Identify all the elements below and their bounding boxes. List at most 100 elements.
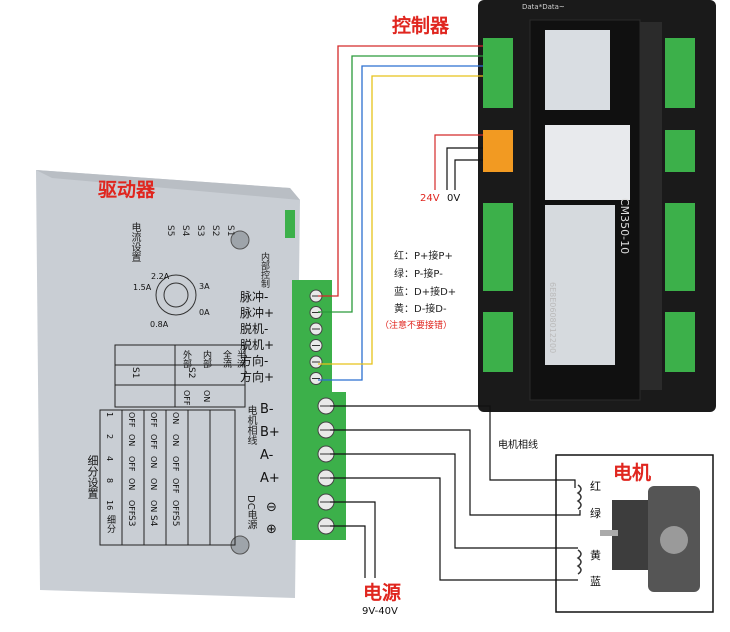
terminal-offline-minus: 脱机- xyxy=(240,322,269,336)
voltage-24-label: 24V xyxy=(420,193,440,204)
legend-blue: 蓝：D+接D+ xyxy=(394,287,457,298)
legend-yellow: 黄：D-接D- xyxy=(394,304,447,315)
switch-s2-wrap: S2 xyxy=(210,225,220,236)
dial-3a: 3A xyxy=(199,282,210,291)
switch-s1-wrap: S1 xyxy=(225,225,235,236)
internal-control-label: 内部控制 xyxy=(259,252,269,288)
table-main-cell: 16 xyxy=(105,500,114,511)
table-top-on: ON xyxy=(202,390,211,403)
dial-0a: 0A xyxy=(199,308,210,317)
driver-title: 驱动器 xyxy=(98,179,156,201)
terminal-dir-plus: 方向+ xyxy=(240,370,275,384)
motor-side-label: 电机相线 xyxy=(245,405,256,445)
table-main-cell: OFF xyxy=(171,478,180,494)
voltage-0-label: 0V xyxy=(447,193,461,204)
driver-screw-top xyxy=(230,230,250,250)
table-main-cell: 2 xyxy=(105,434,114,440)
coil-2 xyxy=(576,549,582,575)
controller-model: CM350-10 xyxy=(618,198,631,255)
controller-right-terminals xyxy=(665,38,695,372)
current-setting-title: 电流设置 xyxy=(129,222,140,262)
switch-labels: S5 xyxy=(165,225,175,236)
motor-wire-red: 红 xyxy=(590,480,601,493)
coil-1 xyxy=(576,484,582,510)
power-terminal-symbols: ⊖ ⊕ xyxy=(266,497,277,541)
switch-s5: S5 xyxy=(165,225,175,237)
table-main-title: 细分设置 xyxy=(86,455,99,499)
motor-title: 电机 xyxy=(613,462,652,484)
table-main-cell: ON xyxy=(149,456,158,469)
motor-wire-yellow: 黄 xyxy=(590,549,601,562)
legend-green: 绿：P-接P- xyxy=(394,269,443,280)
motor-phase-wires xyxy=(330,405,581,581)
current-dial xyxy=(155,274,197,316)
table-top-external: 外部 xyxy=(181,350,191,368)
driver-power-terminal xyxy=(292,392,346,540)
dial-15a: 1.5A xyxy=(133,283,152,292)
switch-s4: S4 xyxy=(180,225,190,237)
controller-top-text: Data*Data~ xyxy=(522,3,565,11)
power-title: 电源 xyxy=(363,582,402,604)
table-main-cell: 4 xyxy=(105,456,114,462)
motor-wire-green: 绿 xyxy=(590,507,601,520)
dial-22a: 2.2A xyxy=(151,272,170,281)
switch-table-top xyxy=(114,344,246,408)
table-main-cell: 1 xyxy=(105,412,114,418)
table-top-s2: S2 xyxy=(186,367,196,379)
table-main-header: S3 xyxy=(126,515,136,527)
power-range-label: 9V-40V xyxy=(362,606,398,617)
switch-s3-wrap: S3 xyxy=(195,225,205,236)
table-main-cell: ON xyxy=(149,478,158,491)
terminal-b-plus: B+ xyxy=(260,425,280,440)
table-main-cell: OFF xyxy=(127,412,136,428)
table-main-cell: ON xyxy=(127,434,136,447)
terminal-negative: ⊖ xyxy=(266,500,277,515)
switch-table-main xyxy=(99,409,236,546)
motor-shaft xyxy=(600,530,618,536)
terminal-a-minus: A- xyxy=(260,448,274,463)
terminal-a-plus: A+ xyxy=(260,471,280,486)
controller-serial: 6E8E0608012200 xyxy=(548,282,557,354)
driver-unit xyxy=(36,170,346,598)
legend-note: （注意不要接错） xyxy=(380,321,453,331)
table-main-cell: OFF xyxy=(171,500,180,516)
motor-terminal-labels: B- B+ A- A+ xyxy=(260,398,280,490)
table-main-header: 细分 xyxy=(105,515,115,533)
table-main-header: S5 xyxy=(170,515,180,527)
motor-wire-blue: 蓝 xyxy=(590,575,601,588)
motor-box xyxy=(555,454,714,613)
table-main-cell: OFF xyxy=(127,500,136,516)
table-main-cell: ON xyxy=(171,434,180,447)
controller-label-plate xyxy=(545,30,610,110)
controller-left-terminals xyxy=(483,38,513,372)
terminal-offline-plus: 脱机+ xyxy=(240,338,275,352)
terminal-pulse-minus: 脉冲- xyxy=(240,290,269,304)
table-main-cell: ON xyxy=(127,478,136,491)
switch-s3: S3 xyxy=(195,225,205,237)
table-top-off: OFF xyxy=(182,390,191,406)
switch-s4-wrap: S4 xyxy=(180,225,190,236)
controller-title: 控制器 xyxy=(392,15,450,37)
switch-s2: S2 xyxy=(210,225,220,237)
driver-terminal-labels: 脉冲- 脉冲+ 脱机- 脱机+ 方向- 方向+ xyxy=(240,289,274,385)
table-top-full: 全流 xyxy=(221,350,231,368)
table-main-cell: ON xyxy=(171,412,180,425)
table-main-header: S4 xyxy=(148,515,158,527)
terminal-b-minus: B- xyxy=(260,402,274,417)
table-top-half: 半流 xyxy=(235,350,245,368)
terminal-pulse-plus: 脉冲+ xyxy=(240,306,275,320)
orange-terminal xyxy=(483,130,513,172)
terminal-positive: ⊕ xyxy=(266,522,277,537)
controller-unit xyxy=(478,0,716,412)
table-top-internal: 内部 xyxy=(201,350,211,368)
legend-red: 红：P+接P+ xyxy=(394,251,453,262)
table-top-s1: S1 xyxy=(130,367,140,379)
table-main-cell: OFF xyxy=(127,456,136,472)
signal-wires xyxy=(318,45,483,381)
driver-body xyxy=(36,170,300,598)
table-main-cell: ON xyxy=(149,500,158,513)
table-main-cell: 8 xyxy=(105,478,114,484)
controller-power-wires xyxy=(434,134,483,190)
